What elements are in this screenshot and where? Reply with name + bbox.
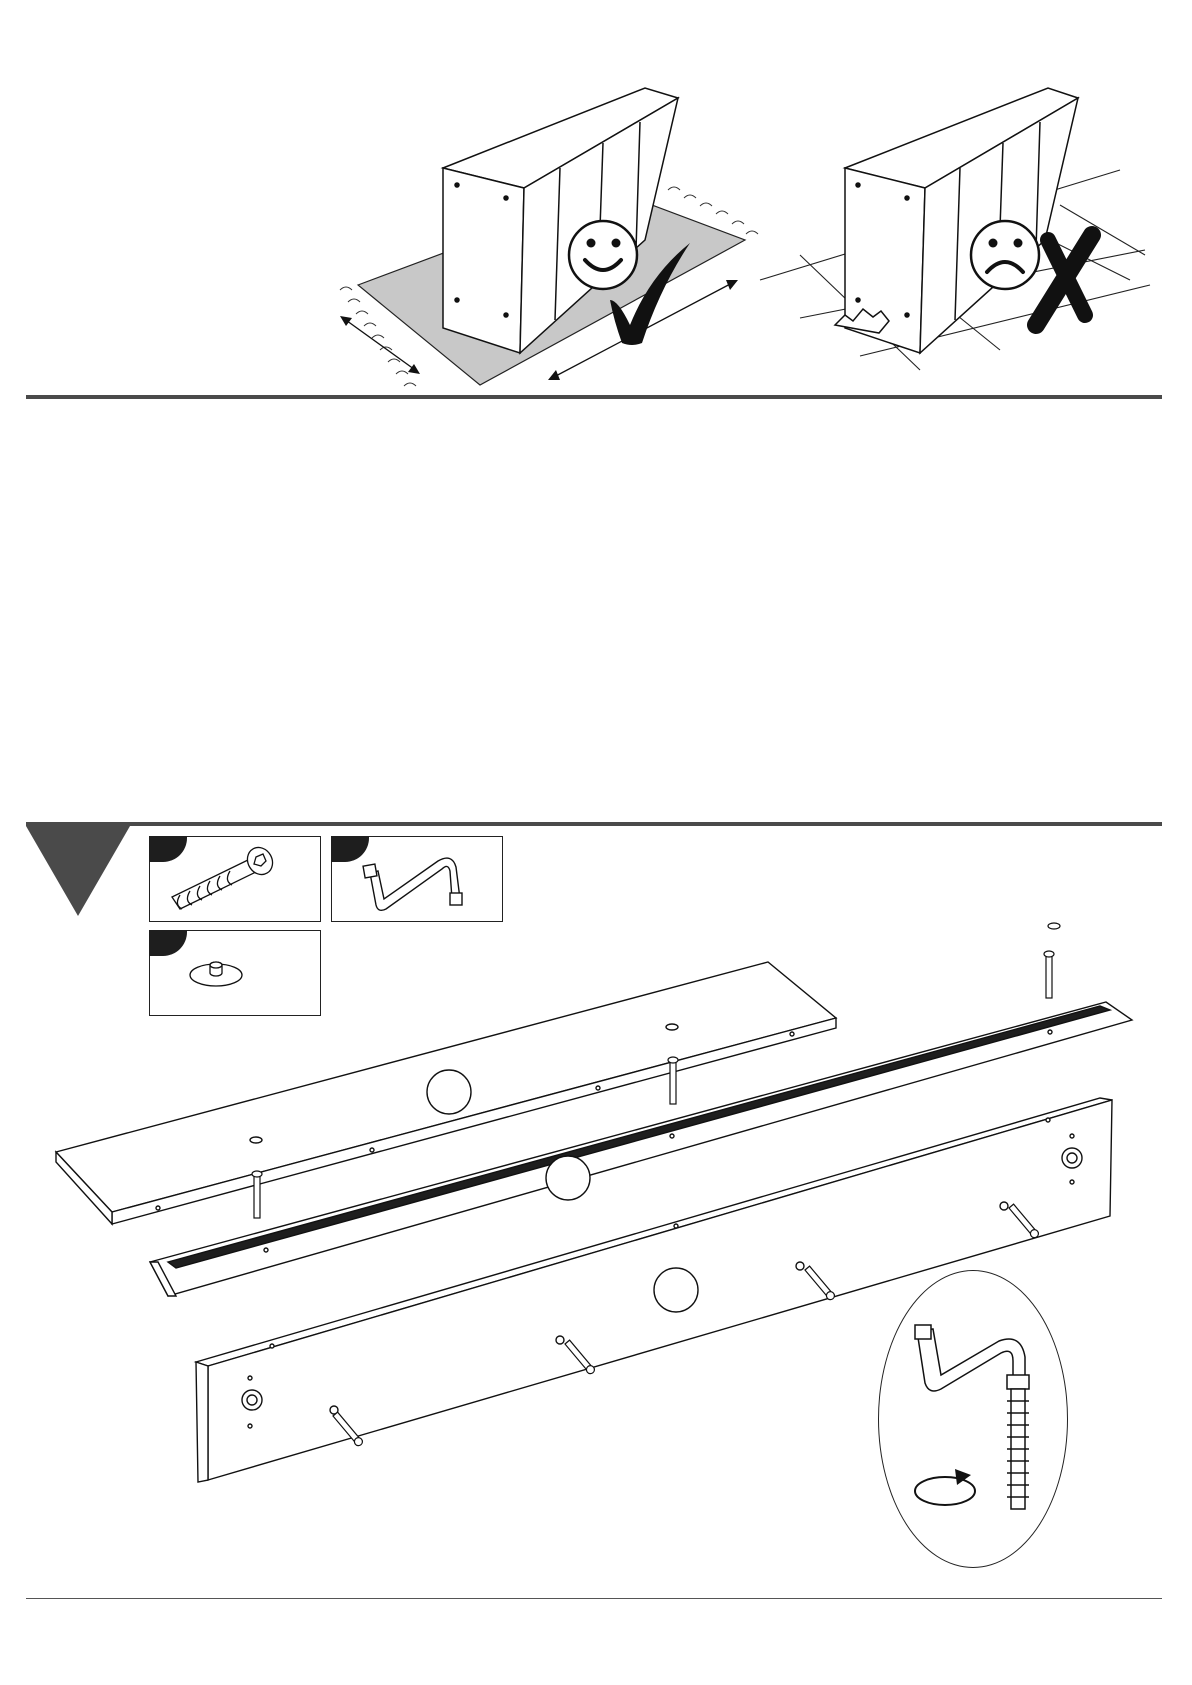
screw (252, 1171, 262, 1218)
screw (1044, 951, 1054, 998)
cam-cap (1048, 923, 1060, 929)
detail-callout (878, 1270, 1068, 1568)
footer-divider (26, 1598, 1162, 1599)
rotate-clockwise-icon (915, 1469, 975, 1505)
allen-key-turning-screw (879, 1271, 1067, 1567)
screw (668, 1057, 678, 1104)
